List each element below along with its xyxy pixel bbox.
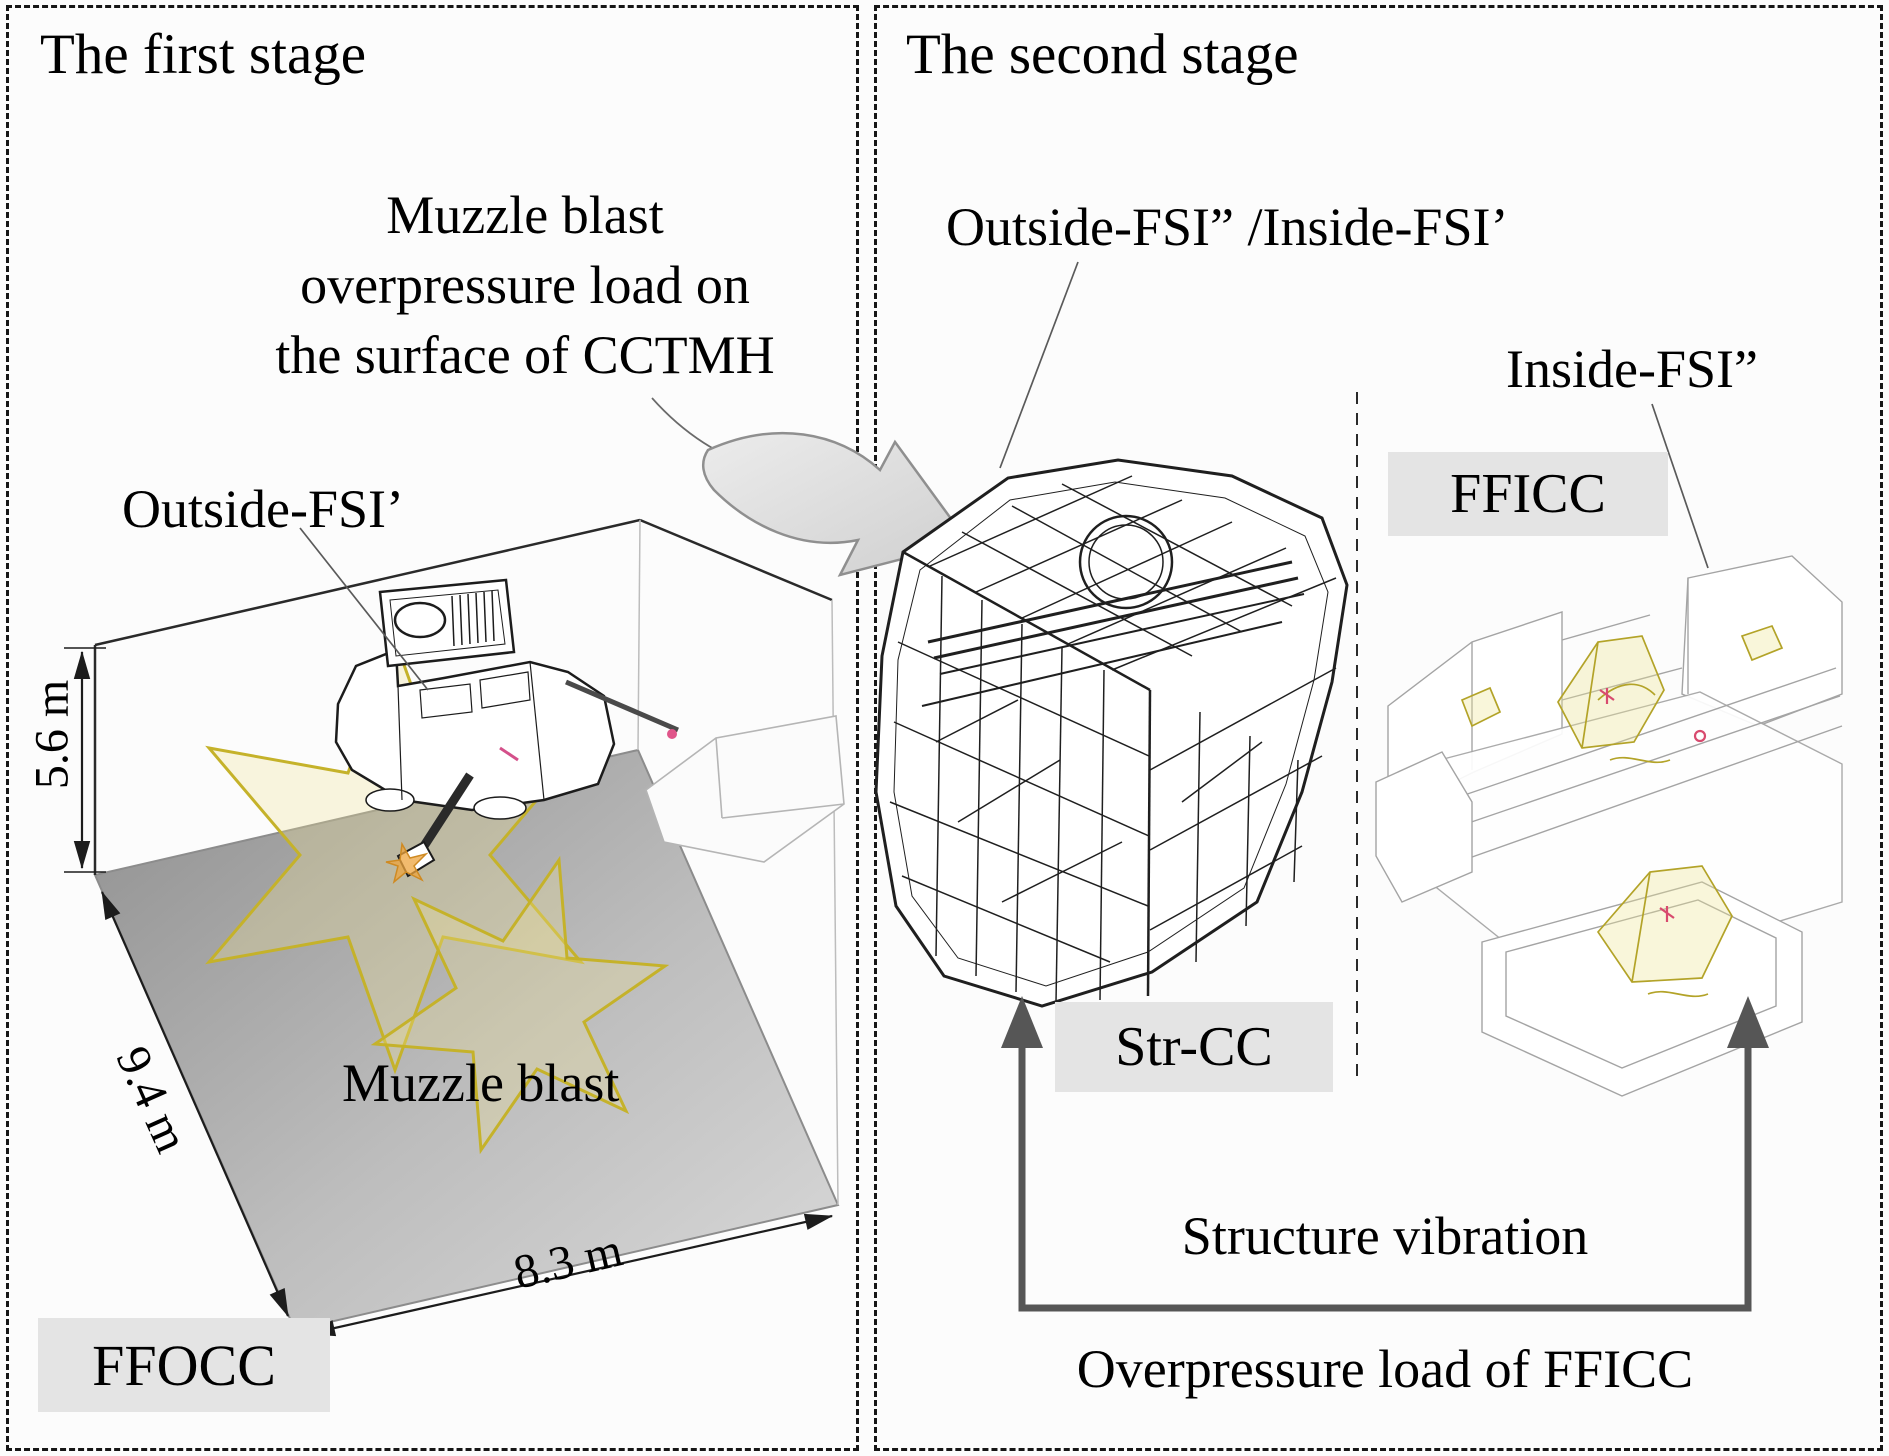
strcc-label: Str-CC [1115, 1016, 1273, 1078]
up-arrowhead-right [1727, 996, 1769, 1048]
fficc-top-block [1681, 555, 1843, 727]
turret-box [378, 578, 516, 668]
blast-star-small [370, 855, 670, 1155]
gun-barrel [420, 772, 474, 849]
vehicle-hull [334, 648, 616, 812]
outside-inside-fsi-label: Outside-FSI” /Inside-FSI’ [946, 197, 1509, 257]
strcc-wireframe [874, 458, 1349, 1008]
second-stage-panel [874, 5, 1883, 1451]
outside-inside-fsi-leader-line [999, 261, 1079, 469]
first-stage-title: The first stage [40, 23, 367, 86]
overpressure-load-label: Overpressure load of FFICC [1076, 1339, 1694, 1399]
up-arrowhead-left [1001, 996, 1043, 1048]
dimension-arrows [64, 647, 834, 1337]
second-stage-title: The second stage [906, 23, 1299, 86]
turret-hatch [393, 601, 447, 639]
fficc-seats [1460, 624, 1784, 998]
fficc-left-block [1375, 751, 1473, 903]
fficc-label-box: FFICC [1388, 452, 1668, 536]
dim-8-3m-arrow [306, 1213, 834, 1337]
caption-line-1: Muzzle blast [386, 185, 664, 245]
muzzle-blast-caption: Muzzle blast overpressure load on the su… [225, 180, 825, 391]
strcc-label-box: Str-CC [1055, 1002, 1333, 1092]
muzzle-flash [385, 841, 429, 885]
dim-9-4m-arrow [100, 890, 290, 1318]
ffocc-label: FFOCC [92, 1332, 276, 1398]
fficc-label: FFICC [1450, 463, 1606, 525]
side-platform [645, 715, 845, 863]
inside-fsi-label: Inside-FSI” [1506, 339, 1758, 399]
ffocc-label-box: FFOCC [38, 1318, 330, 1412]
stage-transfer-arrow [701, 431, 971, 577]
caption-line-2: overpressure load on [300, 255, 750, 316]
caption-line-3: the surface of CCTMH [275, 325, 775, 386]
fficc-red-accents [1599, 688, 1707, 922]
barrel-tip-accent [667, 729, 677, 739]
outside-fsi-label: Outside-FSI’ [122, 479, 404, 539]
vehicle-accent [499, 746, 519, 762]
strcc-silhouette [874, 458, 1349, 1008]
structure-vibration-label: Structure vibration [1181, 1206, 1589, 1266]
overpressure-flow-connector [1001, 996, 1769, 1312]
side-barrel [565, 679, 679, 733]
cctmh-vehicle [334, 578, 679, 885]
first-stage-panel [6, 5, 859, 1451]
strcc-hatch-ring [1078, 514, 1174, 610]
muzzle-blast-label: Muzzle blast [342, 1053, 620, 1113]
outside-fsi-leader-line [299, 527, 429, 691]
inside-fsi-leader-line [1651, 403, 1709, 569]
muzzle-blast-stars [205, 635, 670, 1155]
dim-5-6m-label: 5.6 m [25, 679, 79, 790]
